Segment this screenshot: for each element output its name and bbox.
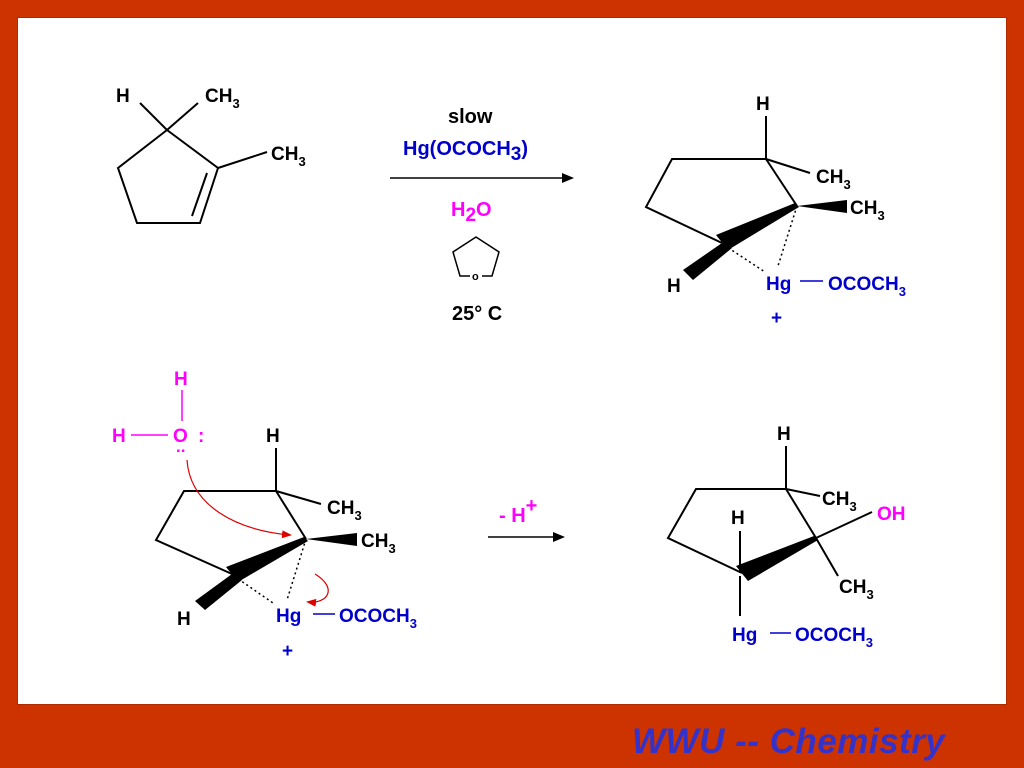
- attack-wedge-h: [195, 574, 242, 610]
- attack-h-bottom: H: [177, 609, 191, 630]
- product-ococh3: OCOCH3: [795, 625, 873, 650]
- attack-hg: Hg: [276, 606, 301, 627]
- attack-wedge-ring: [226, 537, 308, 582]
- condition-water: H2O: [451, 199, 492, 226]
- attack-structure: [154, 448, 357, 615]
- intermediate-hg: Hg: [766, 274, 791, 295]
- water-h-top: H: [174, 369, 188, 390]
- reactant-h: H: [116, 86, 130, 107]
- attack-curved-arrow-water: [186, 459, 292, 539]
- thf-o: o: [472, 271, 479, 283]
- attack-ch3-a: CH3: [327, 498, 362, 523]
- reactant-structure: [116, 102, 268, 224]
- intermediate-h-bottom: H: [667, 276, 681, 297]
- condition-reagent: Hg(OCOCH3): [403, 138, 528, 165]
- reactant-bond-h: [139, 102, 168, 131]
- water-lone-pair: ..: [176, 437, 185, 456]
- intermediate-wedge-ring: [716, 203, 799, 250]
- thf-o-mask: [470, 269, 482, 281]
- reactant-ring: [116, 129, 220, 224]
- product-hg: Hg: [732, 625, 757, 646]
- attack-curved-arrow-hg: [306, 573, 329, 607]
- water-o: O: [173, 426, 188, 447]
- intermediate-plus: +: [771, 308, 782, 329]
- product-structure: [666, 446, 873, 634]
- intermediate-ch3-b: CH3: [850, 198, 885, 223]
- product-wedge-ring: [736, 536, 818, 581]
- reactant-ch3-right: CH3: [271, 144, 306, 169]
- attack-ch3-b: CH3: [361, 531, 396, 556]
- condition-slow: slow: [448, 106, 493, 128]
- intermediate-h-top: H: [756, 94, 770, 115]
- reactant-bond-ch3-top: [166, 102, 199, 131]
- condition-temperature: 25° C: [452, 303, 502, 325]
- reaction-mechanism-diagram: H CH3 CH3 slow Hg(OCOCH3) H2O o 25° C H …: [112, 86, 906, 662]
- attack-h-top: H: [266, 426, 280, 447]
- reactant-double-bond: [191, 172, 208, 217]
- product-h-top: H: [777, 424, 791, 445]
- product-h-mid: H: [731, 508, 745, 529]
- intermediate-wedge-ch3: [797, 200, 847, 213]
- product-ch3-b: CH3: [839, 577, 874, 602]
- footer-title: WWU -- Chemistry: [632, 722, 946, 761]
- attack-wedge-ch3: [306, 533, 357, 546]
- water-h-left: H: [112, 426, 126, 447]
- product-ch3-a: CH3: [822, 489, 857, 514]
- slide-canvas: H CH3 CH3 slow Hg(OCOCH3) H2O o 25° C H …: [17, 17, 1007, 705]
- reactant-bond-ch3-right: [217, 151, 268, 169]
- product-oh: OH: [877, 504, 906, 525]
- attack-plus: +: [282, 641, 293, 662]
- water-colon: :: [198, 426, 204, 447]
- condition-minus-h: - H+: [499, 495, 537, 527]
- intermediate-ococh3: OCOCH3: [828, 274, 906, 299]
- reactant-ch3-top: CH3: [205, 86, 240, 111]
- water-nucleophile: [131, 390, 183, 436]
- intermediate-structure: [644, 116, 847, 282]
- intermediate-wedge-h: [683, 243, 732, 280]
- attack-ococh3: OCOCH3: [339, 606, 417, 631]
- intermediate-ch3-a: CH3: [816, 167, 851, 192]
